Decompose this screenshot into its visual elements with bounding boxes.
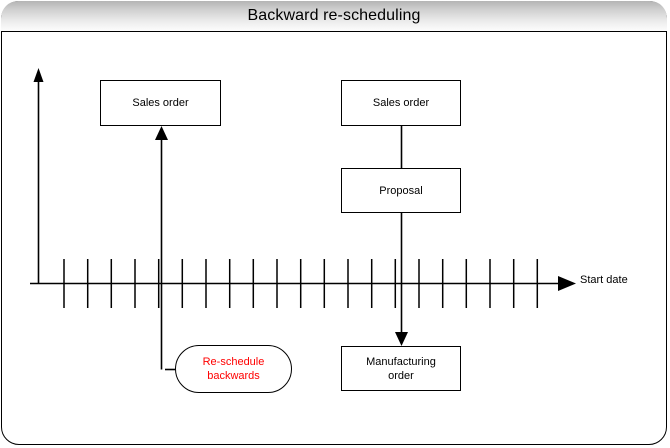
- node-sales-order-left[interactable]: Sales order: [100, 80, 221, 126]
- timeline-ticks: [63, 259, 539, 308]
- annotation-re-schedule-line2: backwards: [207, 370, 260, 382]
- node-manufacturing-order-label-line1: Manufacturing: [366, 355, 436, 368]
- annotation-re-schedule-line1: Re-schedule: [202, 356, 265, 368]
- node-manufacturing-order-label: Manufacturing order: [366, 355, 436, 383]
- node-proposal-label: Proposal: [379, 184, 423, 197]
- connector-reschedule-to-salesorder: [155, 126, 175, 371]
- node-sales-order-right[interactable]: Sales order: [341, 80, 461, 126]
- annotation-re-schedule-label: Re-schedule backwards: [203, 355, 265, 383]
- window-title: Backward re-scheduling: [247, 7, 421, 24]
- node-sales-order-right-label: Sales order: [372, 97, 430, 109]
- node-manufacturing-order[interactable]: Manufacturing order: [341, 346, 461, 391]
- node-sales-order-left-label: Sales order: [132, 97, 189, 109]
- node-manufacturing-order-label-line2: order: [388, 369, 414, 382]
- horizontal-axis: [30, 276, 576, 291]
- window-titlebar: Backward re-scheduling: [1, 1, 667, 32]
- vertical-axis: [33, 68, 44, 283]
- node-proposal[interactable]: Proposal: [341, 168, 461, 213]
- annotation-re-schedule-backwards[interactable]: Re-schedule backwards: [175, 345, 292, 393]
- axis-label-start-date: Start date: [580, 274, 628, 286]
- connector-proposal-to-manufacturing: [395, 213, 408, 346]
